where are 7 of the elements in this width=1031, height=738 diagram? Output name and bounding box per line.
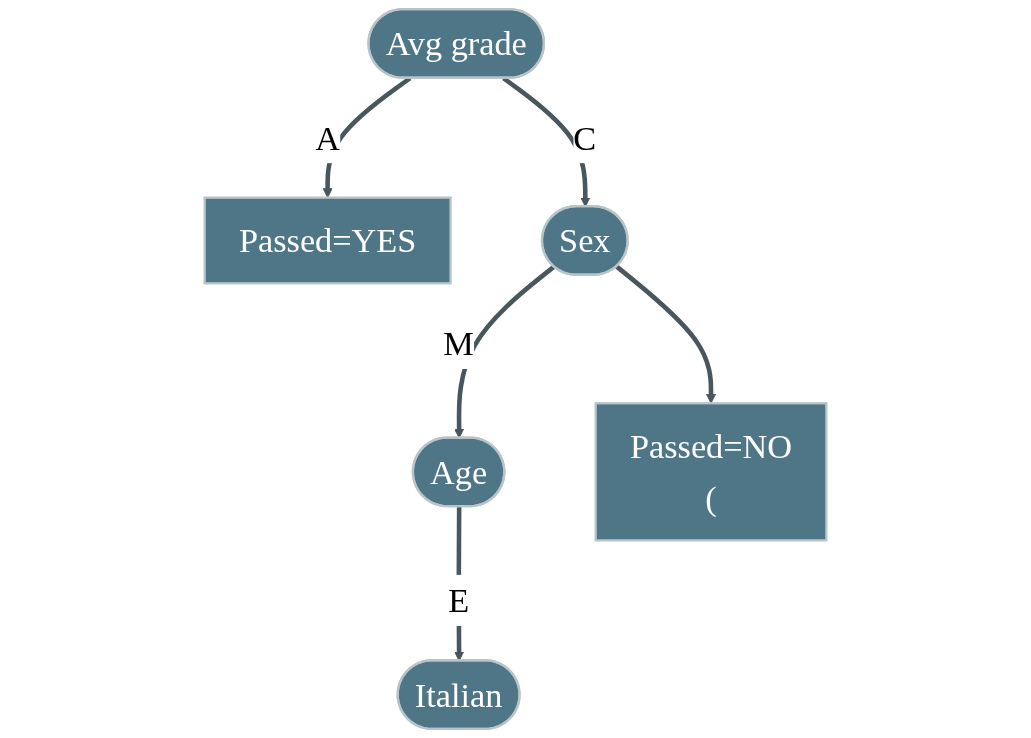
edge-label: E: [448, 581, 470, 620]
edge-label: A: [315, 118, 340, 157]
node-box: Passed=NO (: [594, 402, 828, 542]
edge-label: C: [573, 118, 597, 157]
node-box: Passed=YES: [203, 196, 452, 285]
edge-label: M: [443, 324, 474, 363]
arrow: [615, 264, 717, 404]
